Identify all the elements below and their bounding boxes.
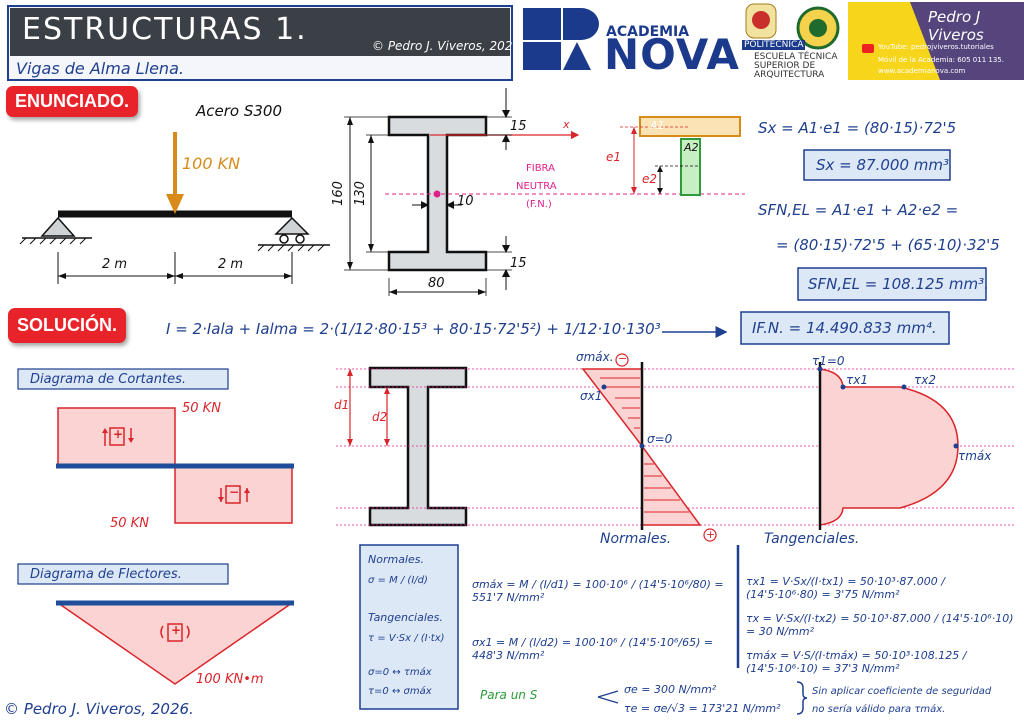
e1-label: e1 [606,150,622,164]
moment-diagram [55,600,295,685]
span-left-label: 2 m [102,257,128,272]
formula-rel-1: σ=0 ↔ τmáx [368,667,432,678]
enunciado-tag: ENUNCIADO. [6,86,139,117]
header-title-band [10,8,510,56]
tau-zero-label: τ1=0 [812,354,845,368]
fn-label-3: (F.N.) [526,199,552,210]
inertia-result-box [740,311,950,345]
axis-x-label: x [563,118,570,131]
shear-neg-value: 50 KN [110,516,149,531]
a1-label: A1 [650,119,665,132]
formula-rel-2: τ=0 ↔ σmáx [368,686,432,697]
footer-para: Para un S [480,688,538,702]
nova-label: NOVA [604,30,740,79]
cortantes-label-box [17,368,229,390]
sx-expression: Sx = A1·e1 = (80·15)·72'5 [758,119,957,137]
material-label: Acero S300 [196,102,283,120]
shear-neg-sign: − [229,485,240,499]
tau-x1-label: τx1 [846,373,868,387]
shear-stress-diagram [817,362,959,530]
dim-h-web: 130 [352,181,368,206]
dim-h-total: 160 [330,181,346,206]
upm-crest-icon [745,3,777,39]
dim-flange-top: 15 [510,119,527,134]
sigma-x1-label: σx1 [580,389,603,403]
formula-tang: τ = V·Sx / (I·tx) [368,633,445,644]
calc-sigma-x1: σx1 = M / (I/d2) = 100·10⁶ / (14'5·10⁶/6… [472,636,714,662]
moment-sign: + [171,623,182,637]
e2-label: e2 [642,172,658,186]
footer-note-1: Sin aplicar coeficiente de seguridad [812,686,992,697]
beam-diagram [19,132,330,284]
page-title: ESTRUCTURAS 1. [22,12,308,47]
formula-normales-title: Normales. [368,553,424,566]
sigma-zero-label: σ=0 [647,432,673,446]
sfn-result-box [797,267,987,301]
fn-label-2: NEUTRA [516,181,557,192]
dim-web: 10 [457,194,474,209]
footer-sigma-e: σe = 300 N/mm² [624,683,717,696]
calc-tau-max: τmáx = V·S/(I·tmáx) = 50·10³·108.125 / (… [746,649,967,675]
etsam-crest-icon [796,6,840,50]
sx-result-box [803,149,951,181]
flectores-label: Diagrama de Flectores. [30,567,182,582]
a2-label: A2 [684,141,699,154]
calc-sigma-max: σmáx = M / (I/d1) = 100·10⁶ / (14'5·10⁶/… [472,578,724,604]
etsam-line-1: ESCUELA TÉCNICA [754,52,838,62]
calc-tau-x1: τx1 = V·Sx/(I·tx1) = 50·10³·87.000 / (14… [746,575,946,601]
shear-pos-sign: + [113,427,124,441]
t-parts-drawing [620,116,741,196]
i-section-drawing [344,88,745,296]
etsam-line-3: ARQUITECTURA [754,70,825,80]
load-label: 100 KN [182,154,241,173]
nova-logo-icon [523,8,599,70]
calc-tau-x: τx = V·Sx/(I·tx2) = 50·10³·87.000 / (14'… [746,612,1014,638]
sfn-expression-2: = (80·15)·72'5 + (65·10)·32'5 [776,236,1000,254]
page-subtitle: Vigas de Alma Llena. [16,59,184,78]
tangenciales-heading: Tangenciales. [764,531,860,547]
moment-max-value: 100 KN•m [196,672,264,687]
cortantes-label: Diagrama de Cortantes. [30,372,186,387]
sfn-expression-1: SFN,EL = A1·e1 + A2·e2 = [758,201,959,219]
signature-text: Pedro J Viveros [928,8,984,44]
youtube-icon [862,44,874,53]
formula-normales: σ = M / (I/d) [368,575,428,586]
d2-label: d2 [372,410,388,424]
d1-label: d1 [334,398,350,412]
flectores-label-box [17,563,229,585]
footer-note-2: no sería válido para τmáx. [812,704,946,715]
compression-sign: − [618,352,628,365]
sfn-result: SFN,EL = 108.125 mm³. [808,275,989,293]
footer-tau-e: τe = σe/√3 = 173'21 N/mm² [624,702,781,715]
web-link[interactable]: www.academianova.com [878,67,966,75]
solucion-tag: SOLUCIÓN. [8,308,127,343]
footer-copyright: © Pedro J. Viveros, 2026. [4,700,194,718]
sigma-max-label: σmáx. [576,350,614,364]
tau-max-label: τmáx [958,449,992,463]
span-right-label: 2 m [218,257,244,272]
shear-pos-value: 50 KN [182,401,221,416]
formula-box [359,544,459,710]
tension-sign: + [706,528,716,541]
normal-stress-diagram [581,353,717,542]
formula-tang-title: Tangenciales. [368,611,443,624]
fn-label-1: FIBRA [526,163,555,174]
dim-flange-bot: 15 [510,256,527,271]
sx-result: Sx = 87.000 mm³ [816,156,949,174]
header-copyright: © Pedro J. Viveros, 2026 [372,39,521,53]
inertia-result: IF.N. = 14.490.833 mm⁴. [752,319,937,337]
dim-width: 80 [428,276,445,291]
etsam-line-2: SUPERIOR DE [754,61,816,71]
tau-x2-label: τx2 [914,373,936,387]
phone-text: Móvil de la Academia: 605 011 135. [878,56,1004,64]
upm-label: POLITÉCNICA [742,40,806,50]
normales-heading: Normales. [600,531,672,547]
shear-diagram [56,407,294,524]
inertia-expression: I = 2·Iala + Ialma = 2·(1/12·80·15³ + 80… [166,320,661,338]
academia-label: ACADEMIA [606,24,690,40]
youtube-link[interactable]: YouTube: pedrojviveros.tutoriales [878,43,994,51]
